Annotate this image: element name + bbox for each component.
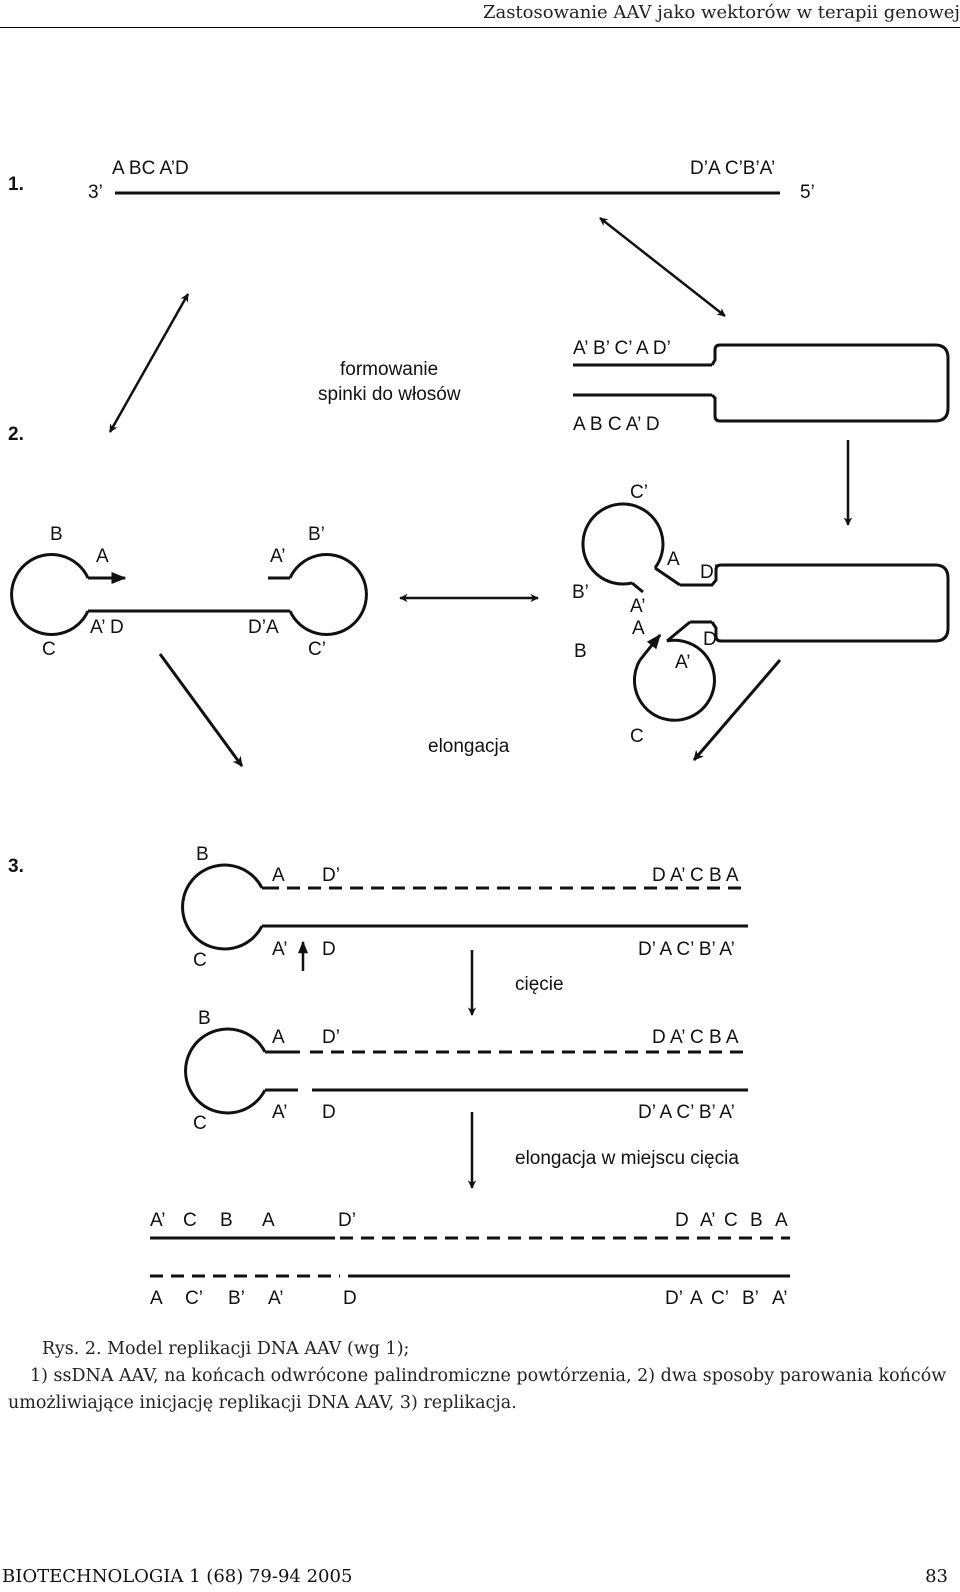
s3a-C: C bbox=[193, 950, 207, 971]
s1-end5: 5’ bbox=[800, 182, 815, 203]
s2r-Ap2: A’ bbox=[675, 652, 690, 673]
cut-label: cięcie bbox=[515, 974, 564, 995]
s3a-Dp: D’ bbox=[322, 865, 340, 886]
s3b-A: A bbox=[272, 1027, 285, 1048]
s2l-Bp: B’ bbox=[308, 524, 325, 545]
s3a-A: A bbox=[272, 865, 285, 886]
s2r-A: A bbox=[667, 549, 680, 570]
s3c-tr-0: D bbox=[675, 1210, 689, 1231]
s2r-Cp: C’ bbox=[630, 482, 648, 503]
s3a-Ap: A’ bbox=[272, 939, 287, 960]
s3c-br-2: C’ bbox=[711, 1288, 729, 1309]
s3c-tl-0: A’ bbox=[150, 1210, 165, 1231]
s2-top-upper: A’ B’ C’ A D’ bbox=[573, 338, 671, 359]
s3c-tr-3: B bbox=[750, 1210, 763, 1231]
s2-panhandle: A’ B’ C’ A D’ A B C A’ D bbox=[573, 338, 950, 435]
s3a-B: B bbox=[196, 844, 209, 865]
s2-right-rabbit-ear: C’ A D’ B’ A’ A B D A’ C bbox=[572, 482, 950, 747]
s3c-tl-1: C bbox=[183, 1210, 197, 1231]
elong-cut-label: elongacja w miejscu cięcia bbox=[515, 1148, 739, 1169]
s3a-right-top: D A’ C B A bbox=[652, 865, 739, 886]
s2l-B: B bbox=[50, 524, 63, 545]
s3b-hairpin: B A D’ D A’ C B A C A’ D D’ A C’ B’ A’ bbox=[184, 1008, 748, 1134]
s2l-C: C bbox=[42, 639, 56, 660]
s3a-D: D bbox=[322, 939, 336, 960]
s3b-B: B bbox=[198, 1008, 211, 1029]
s3c-bl-2: B’ bbox=[228, 1288, 245, 1309]
hairpin-caption-2: spinki do włosów bbox=[318, 384, 461, 405]
s3b-right-top: D A’ C B A bbox=[652, 1027, 739, 1048]
s3b-D: D bbox=[322, 1102, 336, 1123]
s3c-bl-1: C’ bbox=[185, 1288, 203, 1309]
s2r-Dp: D’ bbox=[700, 562, 718, 583]
step-3-label: 3. bbox=[8, 856, 24, 877]
s3c-bl-0: A bbox=[150, 1288, 163, 1309]
s3c-bl-4: D bbox=[343, 1288, 357, 1309]
s3c-br-4: A’ bbox=[772, 1288, 787, 1309]
s2r-D: D bbox=[703, 629, 717, 650]
s3c-bl-3: A’ bbox=[268, 1288, 283, 1309]
caption-title: Rys. 2. Model replikacji DNA AAV (wg 1); bbox=[42, 1339, 410, 1359]
figure-caption: Rys. 2. Model replikacji DNA AAV (wg 1);… bbox=[8, 1336, 950, 1417]
s2r-Bp: B’ bbox=[572, 582, 589, 603]
hairpin-caption-1: formowanie bbox=[340, 359, 438, 380]
double-arrow-right bbox=[599, 217, 726, 317]
s3c-tr-4: A bbox=[775, 1210, 788, 1231]
step-2-label: 2. bbox=[8, 424, 24, 445]
s3c-br-3: B’ bbox=[742, 1288, 759, 1309]
running-title: Zastosowanie AAV jako wektorów w terapii… bbox=[482, 2, 960, 23]
s2l-Cp: C’ bbox=[308, 639, 326, 660]
journal-footer: BIOTECHNOLOGIA 1 (68) 79-94 2005 bbox=[2, 1566, 353, 1587]
s2r-Ap1: A’ bbox=[630, 596, 645, 617]
s3c-tl-4: D’ bbox=[338, 1210, 356, 1231]
s2-left-hairpins: B A C A’ D A’ B’ D’A C’ bbox=[10, 524, 368, 660]
s3c-tr-1: A’ bbox=[700, 1210, 715, 1231]
s3a-right-bottom: D’ A C’ B’ A’ bbox=[638, 939, 735, 960]
elongation-label: elongacja bbox=[428, 736, 510, 757]
s2l-Ap: A’ bbox=[270, 546, 285, 567]
s3c-tr-2: C bbox=[724, 1210, 738, 1231]
double-arrow-left bbox=[108, 293, 190, 433]
s2l-AD: A’ D bbox=[90, 617, 124, 638]
s2l-A: A bbox=[96, 546, 109, 567]
s3b-Dp: D’ bbox=[322, 1027, 340, 1048]
s3c-duplex: A’ C B A D’ D A’ C B A A C’ B’ A’ D D’ A… bbox=[150, 1210, 790, 1309]
caption-body: 1) ssDNA AAV, na końcach odwrócone palin… bbox=[8, 1366, 947, 1413]
s2l-DA: D’A bbox=[248, 617, 279, 638]
diag-arrow-left bbox=[158, 653, 244, 767]
page-number: 83 bbox=[925, 1566, 948, 1587]
s1-right-label: D’A C’B’A’ bbox=[690, 158, 775, 179]
s2-top-lower: A B C A’ D bbox=[573, 414, 660, 435]
s3c-br-0: D’ bbox=[665, 1288, 683, 1309]
s3c-tl-2: B bbox=[220, 1210, 233, 1231]
s2r-A2: A bbox=[632, 618, 645, 639]
s1-left-label: A BC A’D bbox=[112, 158, 189, 179]
s3b-C: C bbox=[193, 1113, 207, 1134]
s3a-hairpin: B A D’ D A’ C B A C A’ D D’ A C’ B’ A’ bbox=[181, 844, 748, 971]
s2r-B: B bbox=[574, 641, 587, 662]
s2r-C: C bbox=[630, 726, 644, 747]
s3b-Ap: A’ bbox=[272, 1102, 287, 1123]
step-1-label: 1. bbox=[8, 174, 24, 195]
diag-arrow-right bbox=[692, 659, 782, 761]
s1-end3: 3’ bbox=[88, 182, 103, 203]
running-header: Zastosowanie AAV jako wektorów w terapii… bbox=[0, 0, 960, 28]
step1-ssdna: A BC A’D D’A C’B’A’ 3’ 5’ bbox=[88, 158, 815, 203]
s3c-tl-3: A bbox=[262, 1210, 275, 1231]
s3b-right-bottom: D’ A C’ B’ A’ bbox=[638, 1102, 735, 1123]
s3c-br-1: A bbox=[690, 1288, 703, 1309]
replication-figure: 1. 2. 3. A BC A’D D’A C’B’A’ 3’ 5’ formo… bbox=[8, 158, 950, 1309]
